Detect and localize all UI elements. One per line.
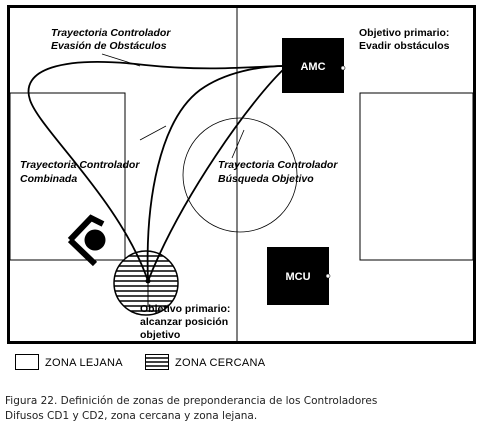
combinada-label-line2: Combinada <box>20 173 77 185</box>
trayectoria-busqueda-path <box>147 65 288 282</box>
obstacle-chevron-lower <box>67 237 98 267</box>
mcu-wheel <box>325 273 331 279</box>
amc-robot <box>282 38 344 93</box>
mcu-label: MCU <box>285 271 310 283</box>
objetivo-alcanzar-line1: Objetivo primario: <box>140 303 230 315</box>
evasion-label-line1: Trayectoria Controlador <box>51 27 171 39</box>
figure-caption: Figura 22. Definición de zonas de prepon… <box>5 394 475 424</box>
combinada-label-line1: Trayectoria Controlador <box>20 159 140 171</box>
zona-lejana-circle <box>182 117 298 233</box>
mcu-robot <box>267 247 329 305</box>
objetivo-alcanzar-line3: objetivo <box>140 329 180 341</box>
diagram: AMC MCU Trayectoria Controlador Evasión … <box>7 5 476 370</box>
objetivo-evadir-line2: Evadir obstáculos <box>359 40 450 52</box>
legend-cercana-label: ZONA CERCANA <box>175 357 266 369</box>
trayectoria-combinada-path <box>146 65 286 282</box>
evasion-pointer-line <box>101 53 141 67</box>
legend-lejana-label: ZONA LEJANA <box>45 357 123 369</box>
caption-line-2: Difusos CD1 y CD2, zona cercana y zona l… <box>5 410 258 422</box>
legend-lejana-swatch <box>15 354 39 370</box>
legend: ZONA LEJANA ZONA CERCANA <box>15 354 266 370</box>
obstacle-chevron-upper <box>67 214 105 243</box>
objetivo-alcanzar-line2: alcanzar posición <box>140 316 228 328</box>
legend-cercana-swatch <box>145 354 169 370</box>
goal-area-right <box>359 92 474 261</box>
objetivo-evadir-line1: Objetivo primario: <box>359 27 449 39</box>
caption-line-1: Figura 22. Definición de zonas de prepon… <box>5 395 378 407</box>
amc-wheel <box>340 65 346 71</box>
busqueda-label-line2: Búsqueda Objetivo <box>218 173 314 185</box>
trayectoria-evasion-path <box>27 61 286 282</box>
goal-area-left <box>9 92 126 261</box>
ball <box>84 229 106 251</box>
busqueda-label-line1: Trayectoria Controlador <box>218 159 338 171</box>
field-border <box>7 5 476 344</box>
evasion-label-line2: Evasión de Obstáculos <box>51 40 167 52</box>
combinada-pointer-line <box>139 125 167 141</box>
amc-label: AMC <box>300 61 325 73</box>
busqueda-pointer-line <box>231 129 245 159</box>
